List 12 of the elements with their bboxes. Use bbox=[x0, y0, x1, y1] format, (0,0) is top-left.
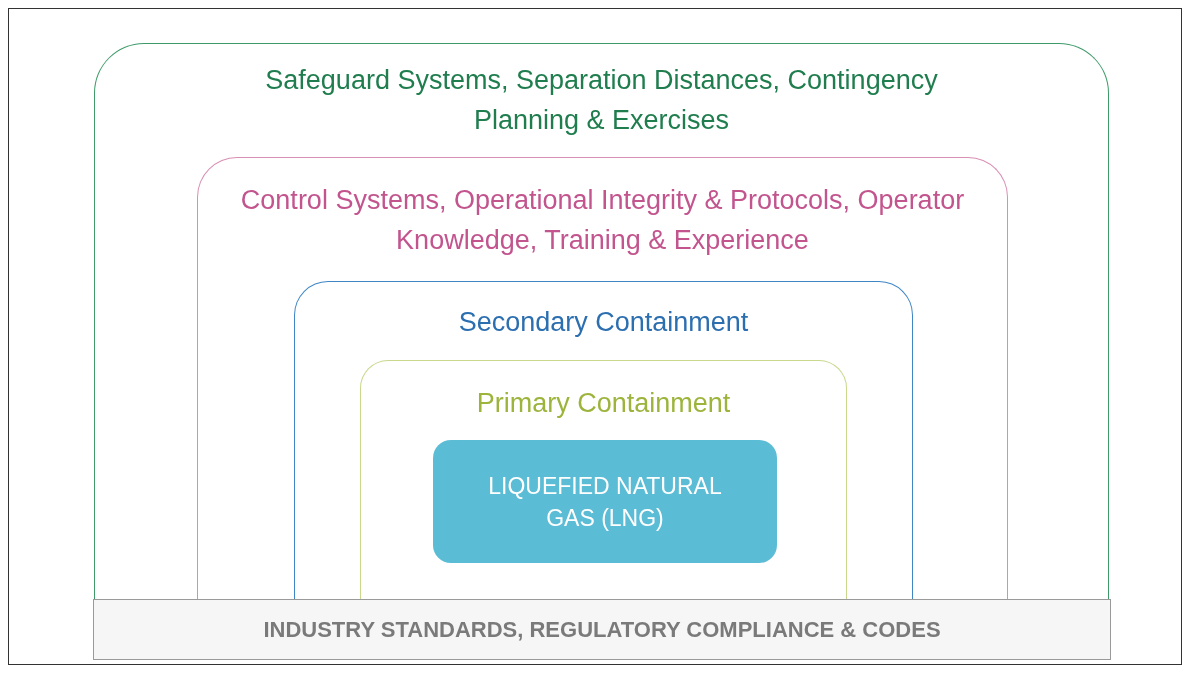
layer-label: Control Systems, Operational Integrity & Protocols, Operator Knowledge, Training & Experience bbox=[239, 184, 966, 257]
layer-box bbox=[94, 43, 1109, 599]
layer-box bbox=[294, 281, 913, 601]
layer-box bbox=[197, 157, 1008, 600]
base-label: INDUSTRY STANDARDS, REGULATORY COMPLIANCE & CODES bbox=[263, 616, 941, 643]
layer-label: Safeguard Systems, Separation Distances, Contingency Planning & Exercises bbox=[264, 64, 939, 137]
core-box bbox=[433, 440, 777, 563]
core-label: LIQUEFIED NATURAL GAS (LNG) bbox=[487, 471, 723, 533]
base-bar bbox=[93, 599, 1111, 660]
layer-label: Secondary Containment bbox=[457, 306, 750, 339]
layer-box bbox=[360, 360, 847, 602]
layer-label: Primary Containment bbox=[475, 387, 732, 420]
